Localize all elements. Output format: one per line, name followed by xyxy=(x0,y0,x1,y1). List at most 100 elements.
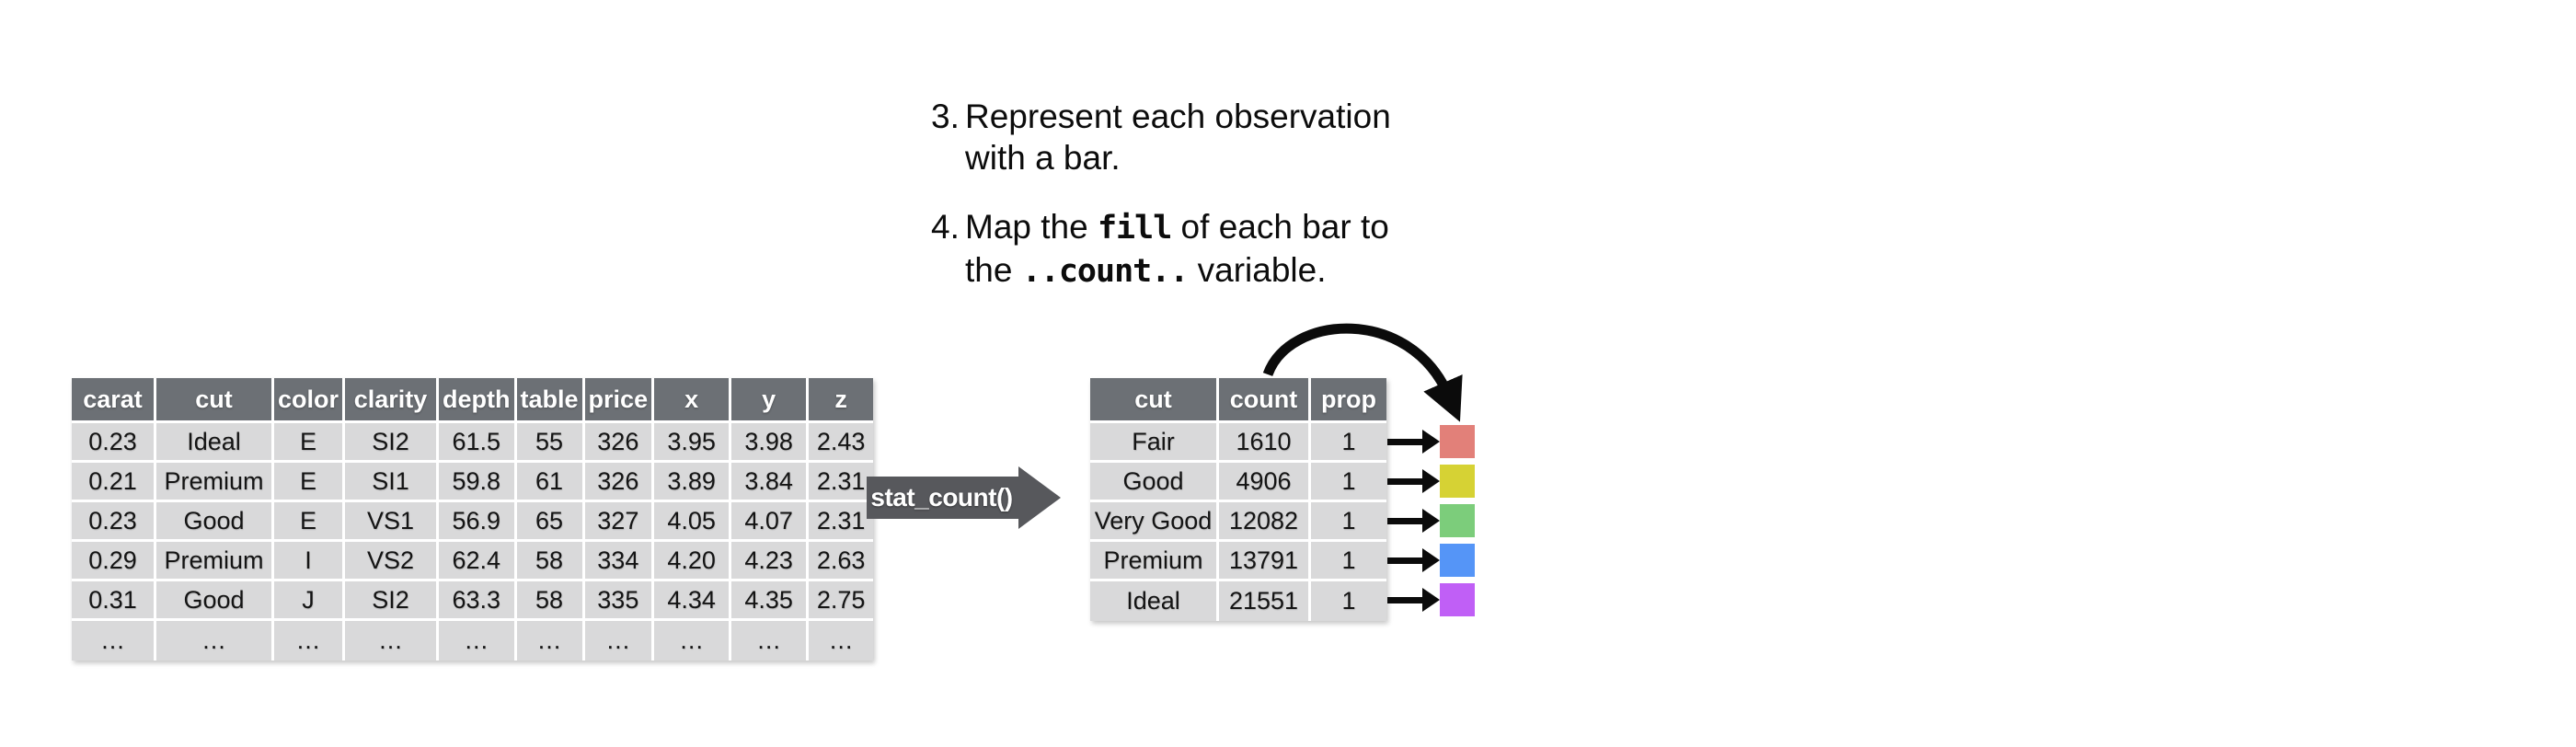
table-cell: 0.29 xyxy=(72,542,156,581)
table-cell: SI1 xyxy=(345,463,440,502)
table-cell: 2.75 xyxy=(809,581,874,621)
column-header-carat: carat xyxy=(72,378,156,423)
table-cell: 13791 xyxy=(1219,542,1311,581)
arrow-shaft xyxy=(1387,439,1424,445)
column-header-z: z xyxy=(809,378,874,423)
table-cell: 1610 xyxy=(1219,423,1311,463)
row-to-swatch-arrow-icon xyxy=(1386,583,1440,616)
table-cell: 1 xyxy=(1311,502,1386,542)
table-cell: E xyxy=(274,423,346,463)
instruction-4-text-run-2: of each bar to the xyxy=(965,208,1389,289)
table-cell: 3.95 xyxy=(654,423,732,463)
table-cell: VS1 xyxy=(345,502,440,542)
arrow-shaft xyxy=(1387,597,1424,603)
table-cell: 2.31 xyxy=(809,502,874,542)
table-cell: SI2 xyxy=(345,581,440,621)
instruction-3-text-run: Represent each observation with a bar. xyxy=(965,98,1391,177)
table-cell: 3.84 xyxy=(731,463,810,502)
table-cell: … xyxy=(274,621,346,661)
arrow-head xyxy=(1422,430,1440,454)
table-cell: Ideal xyxy=(156,423,274,463)
table-cell: 326 xyxy=(584,423,655,463)
table-cell: 4.07 xyxy=(731,502,810,542)
fill-swatch xyxy=(1440,504,1475,537)
table-cell: VS2 xyxy=(345,542,440,581)
table-cell: … xyxy=(654,621,732,661)
table-cell: 63.3 xyxy=(439,581,517,621)
table-cell: 0.21 xyxy=(72,463,156,502)
table-cell: … xyxy=(584,621,655,661)
table-cell: 58 xyxy=(516,542,585,581)
fill-swatch xyxy=(1440,544,1475,577)
instruction-3-text: Represent each observation with a bar. xyxy=(965,96,1425,178)
table-cell: … xyxy=(809,621,874,661)
table-cell: 65 xyxy=(516,502,585,542)
table-cell: Good xyxy=(156,502,274,542)
table-cell: 4.35 xyxy=(731,581,810,621)
table-cell: 3.98 xyxy=(731,423,810,463)
table-cell: 4906 xyxy=(1219,463,1311,502)
fill-swatches-column xyxy=(1386,425,1475,616)
table-cell: 2.63 xyxy=(809,542,874,581)
table-cell: 3.89 xyxy=(654,463,732,502)
table-cell: 12082 xyxy=(1219,502,1311,542)
column-header-prop: prop xyxy=(1311,378,1386,423)
fill-code-token: fill xyxy=(1097,210,1172,247)
fill-swatch-row-good xyxy=(1386,465,1475,498)
table-cell: 55 xyxy=(516,423,585,463)
arrow-shaft xyxy=(1387,557,1424,564)
table-cell: 56.9 xyxy=(439,502,517,542)
instruction-4-text-run-3: variable. xyxy=(1188,251,1327,289)
arrow-shaft xyxy=(1387,518,1424,524)
table-cell: E xyxy=(274,463,346,502)
instruction-4-text-run-1: Map the xyxy=(965,208,1098,246)
fill-swatch-row-ideal xyxy=(1386,583,1475,616)
table-cell: 21551 xyxy=(1219,581,1311,621)
table-cell: 0.31 xyxy=(72,581,156,621)
table-cell: Fair xyxy=(1090,423,1219,463)
column-header-x: x xyxy=(654,378,732,423)
fill-swatch-row-fair xyxy=(1386,425,1475,458)
column-header-count: count xyxy=(1219,378,1311,423)
table-cell: … xyxy=(72,621,156,661)
table-cell: Ideal xyxy=(1090,581,1219,621)
instruction-item-3: 3. Represent each observation with a bar… xyxy=(931,96,1446,178)
table-cell: 1 xyxy=(1311,542,1386,581)
table-cell: … xyxy=(345,621,440,661)
table-cell: 1 xyxy=(1311,423,1386,463)
table-cell: 327 xyxy=(584,502,655,542)
arrow-head xyxy=(1422,588,1440,612)
table-cell: 2.43 xyxy=(809,423,874,463)
table-cell: 4.34 xyxy=(654,581,732,621)
table-cell: 1 xyxy=(1311,581,1386,621)
fill-swatch xyxy=(1440,465,1475,498)
fill-swatch xyxy=(1440,425,1475,458)
row-to-swatch-arrow-icon xyxy=(1386,465,1440,498)
stat-count-label: stat_count() xyxy=(870,483,1013,511)
row-to-swatch-arrow-icon xyxy=(1386,504,1440,537)
instructions-list: 3. Represent each observation with a bar… xyxy=(931,96,1446,320)
instruction-3-number: 3. xyxy=(931,98,960,135)
table-cell: Premium xyxy=(1090,542,1219,581)
fat-arrow-icon xyxy=(867,466,1061,529)
table-cell: Very Good xyxy=(1090,502,1219,542)
table-cell: 61 xyxy=(516,463,585,502)
table-cell: E xyxy=(274,502,346,542)
arrow-head xyxy=(1422,469,1440,493)
table-cell: 0.23 xyxy=(72,502,156,542)
instruction-4-number: 4. xyxy=(931,208,960,246)
table-cell: 61.5 xyxy=(439,423,517,463)
table-cell: I xyxy=(274,542,346,581)
